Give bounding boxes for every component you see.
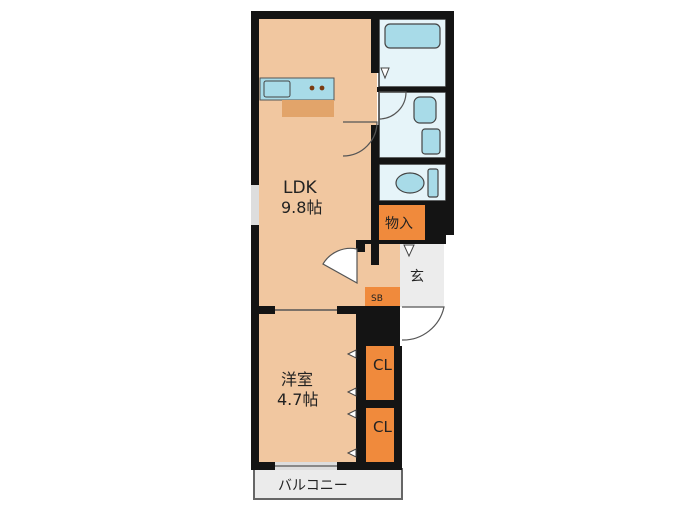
door-marker [346, 349, 357, 359]
closet-1 [364, 346, 394, 400]
entrance-label: 玄 [410, 268, 424, 285]
toilet-icon [395, 172, 425, 194]
door-marker [346, 387, 357, 397]
entrance-hall [365, 243, 400, 287]
door-swing-ldk [342, 121, 378, 157]
entrance-floor [400, 243, 444, 307]
stove-burner-icon [319, 85, 325, 91]
storage-label: 物入 [385, 216, 413, 232]
ldk-size-label: 9.8帖 [281, 198, 322, 217]
western-room-label: 洋室 [281, 370, 313, 389]
closet-2 [364, 408, 394, 462]
ldk-label: LDK [283, 178, 318, 198]
door-marker [403, 244, 415, 258]
door-marker [346, 409, 357, 419]
western-room-floor [259, 314, 356, 464]
closet-1-label: CL [373, 356, 392, 374]
kitchen-sink-icon [263, 80, 291, 98]
closet-2-label: CL [373, 418, 392, 436]
shoe-box [365, 287, 400, 307]
kitchen-cabinet [282, 100, 334, 117]
bathtub-icon [384, 23, 441, 49]
door-swing-hall [322, 247, 358, 285]
storage-closet [377, 204, 425, 240]
washbasin-icon [413, 96, 437, 124]
ldk-floor [259, 19, 377, 306]
door-swing-entrance [401, 306, 445, 341]
stove-burner-icon [309, 85, 315, 91]
door-marker [380, 67, 390, 80]
shoe-box-label: SB [371, 294, 383, 304]
door-swing-bath [378, 91, 407, 120]
balcony-label: バルコニー [278, 478, 348, 494]
washing-machine-icon [421, 128, 441, 155]
door-marker [346, 448, 357, 458]
toilet-tank-icon [427, 168, 439, 198]
western-room-size-label: 4.7帖 [277, 390, 318, 409]
window-ldk [251, 185, 259, 225]
